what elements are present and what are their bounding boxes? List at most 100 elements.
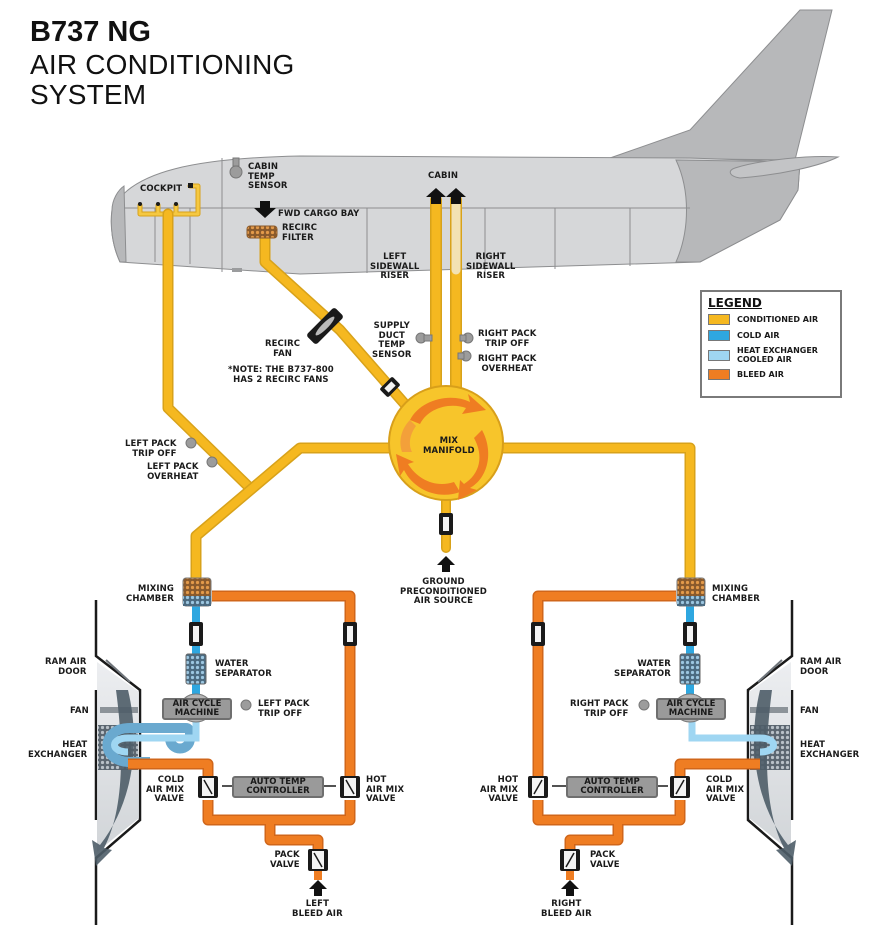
recirc-note: *NOTE: THE B737-800 HAS 2 RECIRC FANS — [228, 365, 334, 385]
tail-cone — [675, 159, 801, 263]
title-line-2: AIR CONDITIONING — [30, 49, 295, 80]
right-pack-valve-icon — [560, 849, 580, 871]
right-cold-air-mix-valve-icon — [670, 776, 690, 798]
nose-cone — [110, 185, 127, 263]
right-water-separator-icon — [679, 653, 701, 685]
recirc-filter-icon — [246, 225, 278, 239]
right-acm-trip-off-sensor-icon — [638, 699, 650, 711]
legend-heading: LEGEND — [708, 296, 762, 310]
left-cold-air-mix-valve-icon — [198, 776, 218, 798]
legend-item-cold-air: COLD AIR — [708, 330, 834, 341]
right-fan-label: FAN — [800, 706, 819, 716]
legend-item-heat-exchanger-cooled-air: HEAT EXCHANGER COOLED AIR — [708, 346, 834, 364]
cabin-arrow-right-icon — [446, 188, 466, 204]
right-hot-air-mix-valve-icon — [528, 776, 548, 798]
left-acm-trip-off-sensor-icon — [240, 699, 252, 711]
right-pack-overheat-sensor-icon — [457, 350, 472, 362]
fwd-cargo-bay-label: FWD CARGO BAY — [278, 209, 360, 219]
right-ram-air-door-label: RAM AIR DOOR — [800, 657, 842, 677]
left-pack-valve-icon — [308, 849, 328, 871]
right-hot-air-mix-valve-label: HOT AIR MIX VALVE — [480, 775, 519, 804]
right-pack-overheat-label: RIGHT PACK OVERHEAT — [478, 354, 537, 374]
cabin-temp-sensor-label: CABIN TEMP SENSOR — [248, 162, 288, 191]
left-bleed-air-label: LEFT BLEED AIR — [292, 899, 343, 919]
recirc-fan-label: RECIRC FAN — [265, 339, 301, 359]
left-mixing-chamber-label: MIXING CHAMBER — [126, 584, 174, 604]
title-model: B737 NG — [30, 16, 151, 48]
right-cold-check-valve-icon — [683, 622, 697, 646]
right-bleed-air-arrow-icon — [561, 880, 579, 896]
fwd-cargo-arrow-icon — [254, 201, 276, 218]
ground-check-valve-icon — [439, 513, 453, 535]
left-ram-air-flow-arrow-icon — [92, 690, 134, 866]
right-air-cycle-machine: AIR CYCLE MACHINE — [656, 698, 726, 720]
legend-item-bleed-air: BLEED AIR — [708, 369, 834, 380]
title-line-3: SYSTEM — [30, 79, 147, 110]
left-hot-air-mix-valve-label: HOT AIR MIX VALVE — [366, 775, 405, 804]
left-air-cycle-machine: AIR CYCLE MACHINE — [162, 698, 232, 720]
left-water-separator-icon — [185, 653, 207, 685]
left-bleed-air-arrow-icon — [309, 880, 327, 896]
cockpit-label: COCKPIT — [140, 184, 183, 194]
right-cold-air-mix-valve-label: COLD AIR MIX VALVE — [706, 775, 745, 804]
ground-air-source-label: GROUND PRECONDITIONED AIR SOURCE — [400, 577, 487, 606]
right-water-separator-label: WATER SEPARATOR — [614, 659, 671, 679]
left-bleed-check-valve-icon — [343, 622, 357, 646]
supply-duct-temp-sensor-icon — [415, 332, 433, 344]
right-pack-valve-label: PACK VALVE — [590, 850, 620, 870]
right-pack-trip-off-label-top: RIGHT PACK TRIP OFF — [478, 329, 537, 349]
recirc-check-valve-icon — [380, 377, 400, 397]
left-ram-air-door-label: RAM AIR DOOR — [45, 657, 87, 677]
right-auto-temp-controller: AUTO TEMP CONTROLLER — [566, 776, 658, 798]
recirc-fan-icon — [307, 308, 343, 344]
legend-label: CONDITIONED AIR — [737, 315, 819, 324]
ground-air-arrow-icon — [437, 556, 455, 572]
supply-duct-temp-sensor-label: SUPPLY DUCT TEMP SENSOR — [372, 321, 412, 360]
cabin-arrow-left-icon — [426, 188, 446, 204]
left-pack-trip-off-label-top: LEFT PACK TRIP OFF — [125, 439, 177, 459]
right-bleed-check-valve-icon — [531, 622, 545, 646]
left-pack-trip-off-sensor-icon — [185, 437, 197, 449]
cabin-label: CABIN — [428, 171, 459, 181]
legend-label: COLD AIR — [737, 331, 780, 340]
left-cold-check-valve-icon — [189, 622, 203, 646]
mix-manifold — [388, 385, 504, 501]
left-hot-air-mix-valve-icon — [340, 776, 360, 798]
left-sidewall-riser-label: LEFT SIDEWALL RISER — [370, 252, 420, 281]
left-auto-temp-controller: AUTO TEMP CONTROLLER — [232, 776, 324, 798]
diagram-title: B737 NG AIR CONDITIONING SYSTEM — [30, 18, 295, 111]
recirc-filter-label: RECIRC FILTER — [282, 223, 318, 243]
conditioned-air-swatch — [708, 314, 730, 325]
legend: LEGEND CONDITIONED AIR COLD AIR HEAT EXC… — [700, 290, 842, 398]
left-cold-air-mix-valve-label: COLD AIR MIX VALVE — [146, 775, 185, 804]
right-ram-air-flow-arrow-icon — [754, 690, 796, 866]
vertical-stabilizer — [609, 9, 833, 161]
left-heat-exchanger-label: HEAT EXCHANGER — [28, 740, 88, 760]
legend-label: BLEED AIR — [737, 370, 784, 379]
cockpit-outlets — [138, 183, 193, 206]
sensors — [185, 157, 650, 711]
left-fan-label: FAN — [70, 706, 89, 716]
left-pack-overheat-label: LEFT PACK OVERHEAT — [147, 462, 199, 482]
left-pack — [92, 577, 360, 925]
heat-exchanger-cooled-air-swatch — [708, 349, 730, 361]
right-bleed-air-label: RIGHT BLEED AIR — [541, 899, 592, 919]
left-acm-trip-off-label: LEFT PACK TRIP OFF — [258, 699, 310, 719]
legend-label: HEAT EXCHANGER COOLED AIR — [737, 346, 818, 364]
right-acm-trip-off-label: RIGHT PACK TRIP OFF — [570, 699, 629, 719]
left-pack-valve-label: PACK VALVE — [270, 850, 300, 870]
mix-manifold-label: MIX MANIFOLD — [423, 436, 475, 456]
cabin-temp-sensor-icon — [229, 157, 243, 179]
right-pack — [528, 577, 796, 925]
right-pack-trip-off-sensor-icon — [459, 332, 474, 344]
right-heat-exchanger-label: HEAT EXCHANGER — [800, 740, 860, 760]
left-water-separator-label: WATER SEPARATOR — [215, 659, 272, 679]
left-pack-overheat-sensor-icon — [206, 456, 218, 468]
right-sidewall-riser-label: RIGHT SIDEWALL RISER — [466, 252, 516, 281]
cold-air-swatch — [708, 330, 730, 341]
legend-item-conditioned-air: CONDITIONED AIR — [708, 314, 834, 325]
right-mixing-chamber-label: MIXING CHAMBER — [712, 584, 760, 604]
bleed-air-swatch — [708, 369, 730, 380]
